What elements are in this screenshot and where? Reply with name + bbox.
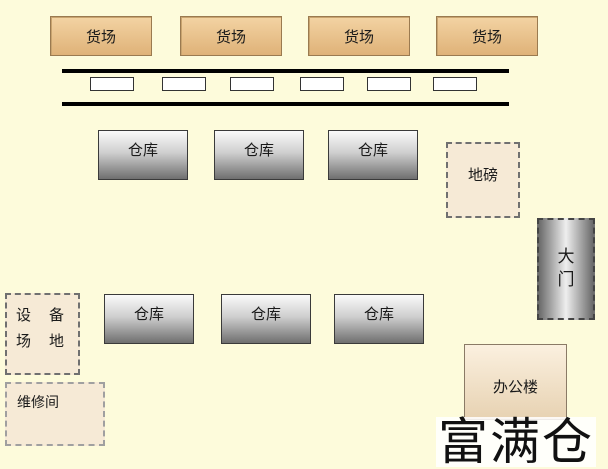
repair-room-label: 维修间 — [17, 395, 59, 411]
warehouse-top-2: 仓库 — [214, 130, 304, 180]
warehouse-bottom-1: 仓库 — [104, 294, 194, 344]
cargo-yard-1: 货场 — [50, 16, 152, 56]
equipment-yard-row-1: 设 备 — [16, 303, 78, 329]
equipment-yard-char: 地 — [49, 331, 65, 350]
cargo-yard-label: 货场 — [471, 27, 502, 46]
equipment-yard-row-2: 场 地 — [16, 329, 78, 355]
warehouse-bottom-3: 仓库 — [334, 294, 424, 344]
rail-line-top — [62, 69, 509, 73]
gate-label-line2: 门 — [557, 270, 575, 290]
cargo-yard-4: 货场 — [436, 16, 538, 56]
brand-name: 富满仓 — [436, 413, 596, 469]
equipment-yard: 设 备 场 地 — [5, 293, 80, 375]
cargo-yard-label: 货场 — [343, 27, 374, 46]
warehouse-label: 仓库 — [127, 141, 158, 159]
rail-sleeper — [230, 77, 274, 91]
weighbridge-area: 地磅 — [446, 142, 520, 218]
office-building-label: 办公楼 — [492, 377, 538, 396]
rail-sleeper — [300, 77, 344, 91]
office-building: 办公楼 — [464, 344, 567, 420]
weighbridge-label: 地磅 — [467, 166, 498, 184]
rail-sleeper — [367, 77, 411, 91]
cargo-yard-3: 货场 — [308, 16, 410, 56]
cargo-yard-label: 货场 — [215, 27, 246, 46]
warehouse-top-3: 仓库 — [328, 130, 418, 180]
equipment-yard-char: 场 — [16, 331, 32, 350]
main-gate: 大 门 — [537, 218, 595, 320]
warehouse-top-1: 仓库 — [98, 130, 188, 180]
warehouse-label: 仓库 — [363, 305, 394, 323]
warehouse-label: 仓库 — [243, 141, 274, 159]
warehouse-label: 仓库 — [133, 305, 164, 323]
rail-sleeper — [433, 77, 477, 91]
repair-room: 维修间 — [5, 382, 105, 446]
rail-sleeper — [90, 77, 134, 91]
cargo-yard-label: 货场 — [85, 27, 116, 46]
equipment-yard-char: 备 — [49, 306, 65, 324]
rail-sleeper — [162, 77, 206, 91]
warehouse-label: 仓库 — [250, 305, 281, 323]
equipment-yard-char: 设 — [16, 306, 32, 324]
gate-label-line1: 大 — [557, 247, 575, 268]
warehouse-label: 仓库 — [357, 141, 388, 159]
warehouse-bottom-2: 仓库 — [221, 294, 311, 344]
cargo-yard-2: 货场 — [180, 16, 282, 56]
rail-line-bottom — [62, 102, 509, 106]
